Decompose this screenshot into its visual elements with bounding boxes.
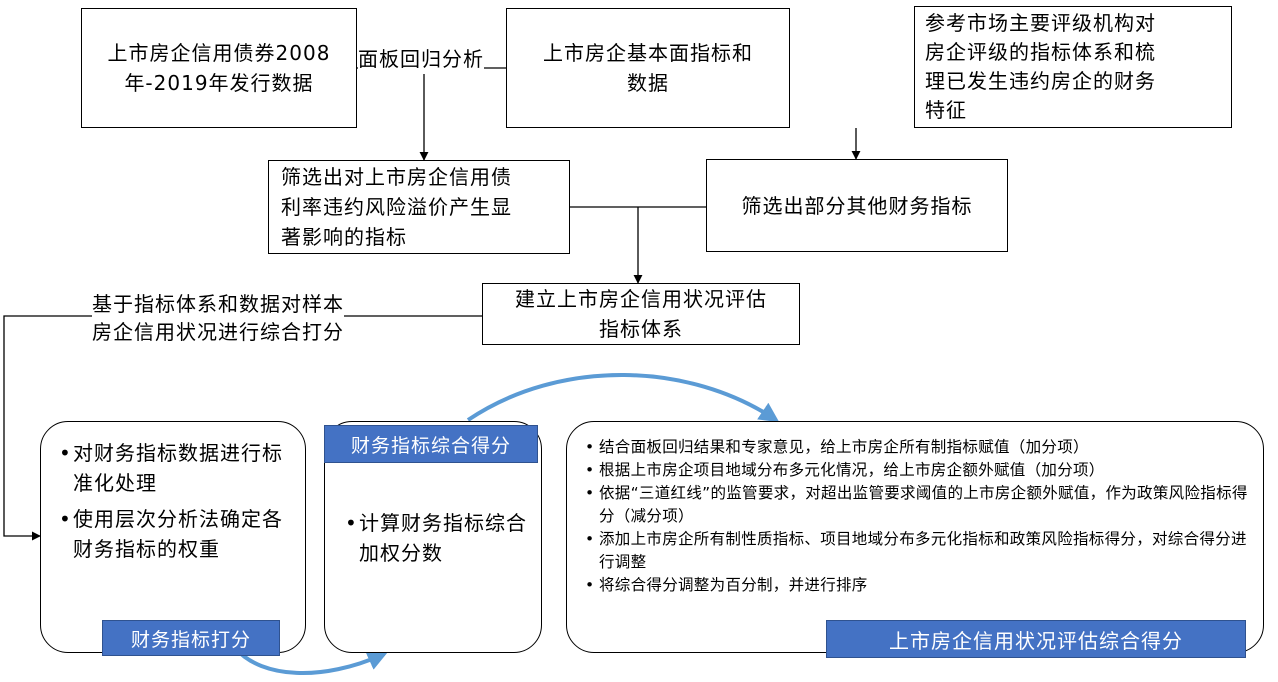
reference-line-4: 特征 <box>925 98 967 122</box>
index-system-box: 建立上市房企信用状况评估 指标体系 <box>482 283 800 345</box>
stage3-item: 将综合得分调整为百分制，并进行排序 <box>585 574 1249 597</box>
screen-other-box: 筛选出部分其他财务指标 <box>706 159 1008 252</box>
scoring-note-line-1: 基于指标体系和数据对样本 <box>92 290 344 318</box>
screen-significant-line-1: 筛选出对上市房企信用债 <box>281 165 512 189</box>
stage1-tag: 财务指标打分 <box>102 620 280 656</box>
reference-line-3: 理已发生违约房企的财务 <box>925 69 1156 93</box>
screen-significant-box: 筛选出对上市房企信用债 利率违约风险溢价产生显 著影响的指标 <box>268 160 570 254</box>
scoring-note-line-2: 房企信用状况进行综合打分 <box>92 318 344 346</box>
reference-line-1: 参考市场主要评级机构对 <box>925 11 1156 35</box>
bond-data-box: 上市房企信用债券2008 年-2019年发行数据 <box>81 8 357 128</box>
stage3-item: 依据“三道红线”的监管要求，对超出监管要求阈值的上市房企额外赋值，作为政策风险指… <box>585 482 1249 528</box>
reference-box: 参考市场主要评级机构对 房企评级的指标体系和梳 理已发生违约房企的财务 特征 <box>914 6 1232 128</box>
stage1-item: 使用层次分析法确定各财务指标的权重 <box>59 504 293 564</box>
screen-other-text: 筛选出部分其他财务指标 <box>741 193 973 218</box>
stage1-item: 对财务指标数据进行标准化处理 <box>59 438 293 498</box>
fundamentals-line-1: 上市房企基本面指标和 <box>543 41 753 65</box>
stage1-box: 对财务指标数据进行标准化处理 使用层次分析法确定各财务指标的权重 <box>40 421 306 653</box>
stage3-item: 根据上市房企项目地域分布多元化情况，给上市房企额外赋值（加分项） <box>585 459 1249 482</box>
stage2-tag: 财务指标综合得分 <box>324 425 538 463</box>
screen-significant-line-2: 利率违约风险溢价产生显 <box>281 195 512 219</box>
scoring-note: 基于指标体系和数据对样本 房企信用状况进行综合打分 <box>92 290 344 346</box>
stage3-box: 结合面板回归结果和专家意见，给上市房企所有制指标赋值（加分项） 根据上市房企项目… <box>566 421 1264 653</box>
index-system-line-1: 建立上市房企信用状况评估 <box>515 287 767 311</box>
index-system-line-2: 指标体系 <box>599 317 683 341</box>
panel-regression-label: 面板回归分析 <box>358 44 484 74</box>
stage3-item: 结合面板回归结果和专家意见，给上市房企所有制指标赋值（加分项） <box>585 436 1249 459</box>
stage2-item: 计算财务指标综合加权分数 <box>345 508 531 568</box>
fundamentals-box: 上市房企基本面指标和 数据 <box>506 8 790 128</box>
stage3-item: 添加上市房企所有制性质指标、项目地域分布多元化指标和政策风险指标得分，对综合得分… <box>585 528 1249 574</box>
curve-arrow-stage2-to-stage3 <box>466 373 780 423</box>
curve-arrow-stage1-to-stage2 <box>234 647 388 676</box>
reference-line-2: 房企评级的指标体系和梳 <box>925 40 1156 64</box>
screen-significant-line-3: 著影响的指标 <box>281 225 407 249</box>
bond-data-line-1: 上市房企信用债券2008 <box>107 41 331 65</box>
bond-data-line-2: 年-2019年发行数据 <box>124 71 314 95</box>
stage3-tag: 上市房企信用状况评估综合得分 <box>826 620 1246 658</box>
fundamentals-line-2: 数据 <box>627 71 669 95</box>
